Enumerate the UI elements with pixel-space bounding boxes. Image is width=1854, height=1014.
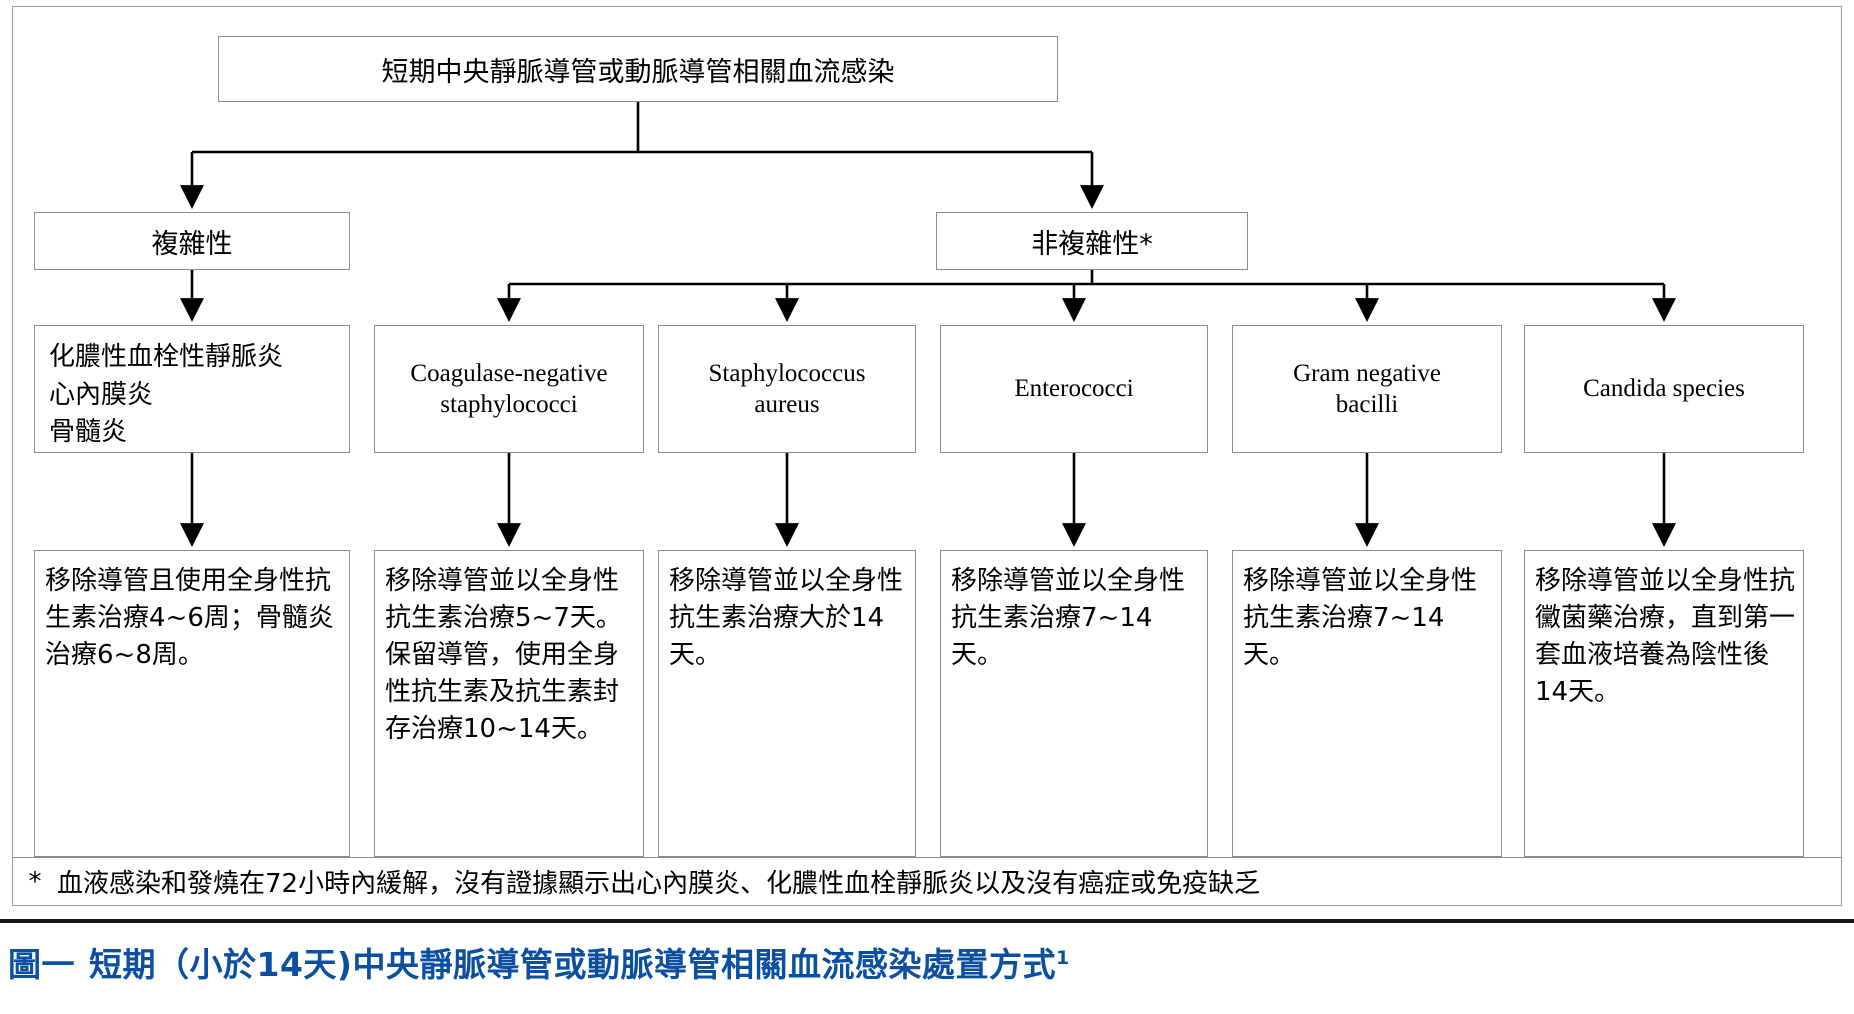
- footnote-marker: *: [28, 866, 42, 897]
- treatment-candida-text: 移除導管並以全身性抗黴菌藥治療，直到第一套血液培養為陰性後14天。: [1535, 566, 1796, 707]
- condition-line-1: 化膿性血栓性靜脈炎: [49, 342, 284, 372]
- treatment-box-candida-species: 移除導管並以全身性抗黴菌藥治療，直到第一套血液培養為陰性後14天。: [1524, 550, 1804, 857]
- root-node-label: 短期中央靜脈導管或動脈導管相關血流感染: [381, 56, 895, 88]
- organism-box-candida-species: Candida species: [1524, 325, 1804, 453]
- treatment-box-complex: 移除導管且使用全身性抗生素治療4~6周；骨髓炎治療6~8周。: [34, 550, 350, 857]
- organism-gramneg-line2: bacilli: [1335, 391, 1399, 418]
- organism-box-staphylococcus-aureus: Staphylococcus aureus: [658, 325, 916, 453]
- organism-box-enterococci: Enterococci: [940, 325, 1208, 453]
- branch-complex: 複雜性: [34, 212, 350, 270]
- figure-caption-title: 短期（小於14天)中央靜脈導管或動脈導管相關血流感染處置方式: [89, 945, 1057, 984]
- condition-line-3: 骨髓炎: [49, 417, 128, 448]
- organism-candida-line1: Candida species: [1583, 375, 1745, 403]
- organism-entero-line1: Enterococci: [1014, 375, 1134, 403]
- caption-divider: [0, 919, 1854, 923]
- organism-cons-line1: Coagulase-negative: [410, 359, 608, 387]
- figure-caption-reference: 1: [1056, 947, 1070, 969]
- treatment-box-enterococci: 移除導管並以全身性抗生素治療7~14天。: [940, 550, 1208, 857]
- treatment-box-staphylococcus-aureus: 移除導管並以全身性抗生素治療大於14天。: [658, 550, 916, 857]
- organism-gramneg-line1: Gram negative: [1293, 359, 1441, 387]
- branch-complex-label: 複雜性: [151, 228, 233, 260]
- organism-saureus-line2: aureus: [754, 391, 820, 418]
- root-node-bsi: 短期中央靜脈導管或動脈導管相關血流感染: [218, 36, 1058, 102]
- treatment-gramneg-text: 移除導管並以全身性抗生素治療7~14天。: [1243, 566, 1478, 670]
- branch-noncomplex-label: 非複雜性*: [1031, 228, 1153, 260]
- organism-box-coagulase-negative-staphylococci: Coagulase-negative staphylococci: [374, 325, 644, 453]
- treatment-saureus-text: 移除導管並以全身性抗生素治療大於14天。: [669, 566, 904, 670]
- treatment-entero-text: 移除導管並以全身性抗生素治療7~14天。: [951, 566, 1186, 670]
- footnote-row: * 血液感染和發燒在72小時內緩解，沒有證據顯示出心內膜炎、化膿性血栓靜脈炎以及…: [13, 857, 1841, 905]
- branch-noncomplex: 非複雜性*: [936, 212, 1248, 270]
- treatment-cons-text: 移除導管並以全身性抗生素治療5~7天。 保留導管，使用全身性抗生素及抗生素封存治…: [385, 566, 622, 744]
- figure-number-label: 圖一: [8, 945, 75, 984]
- organism-saureus-line1: Staphylococcus: [708, 359, 866, 387]
- treatment-box-gram-negative-bacilli: 移除導管並以全身性抗生素治療7~14天。: [1232, 550, 1502, 857]
- organism-box-gram-negative-bacilli: Gram negative bacilli: [1232, 325, 1502, 453]
- organism-cons-line2: staphylococci: [440, 391, 578, 418]
- treatment-box-coagulase-negative-staphylococci: 移除導管並以全身性抗生素治療5~7天。 保留導管，使用全身性抗生素及抗生素封存治…: [374, 550, 644, 857]
- treatment-complex-text: 移除導管且使用全身性抗生素治療4~6周；骨髓炎治療6~8周。: [45, 566, 334, 670]
- footnote-text: 血液感染和發燒在72小時內緩解，沒有證據顯示出心內膜炎、化膿性血栓靜脈炎以及沒有…: [57, 869, 1261, 899]
- figure-caption: 圖一短期（小於14天)中央靜脈導管或動脈導管相關血流感染處置方式1: [8, 938, 1848, 986]
- condition-line-2: 心內膜炎: [49, 379, 154, 410]
- condition-box-complex: 化膿性血栓性靜脈炎 心內膜炎 骨髓炎: [34, 325, 350, 453]
